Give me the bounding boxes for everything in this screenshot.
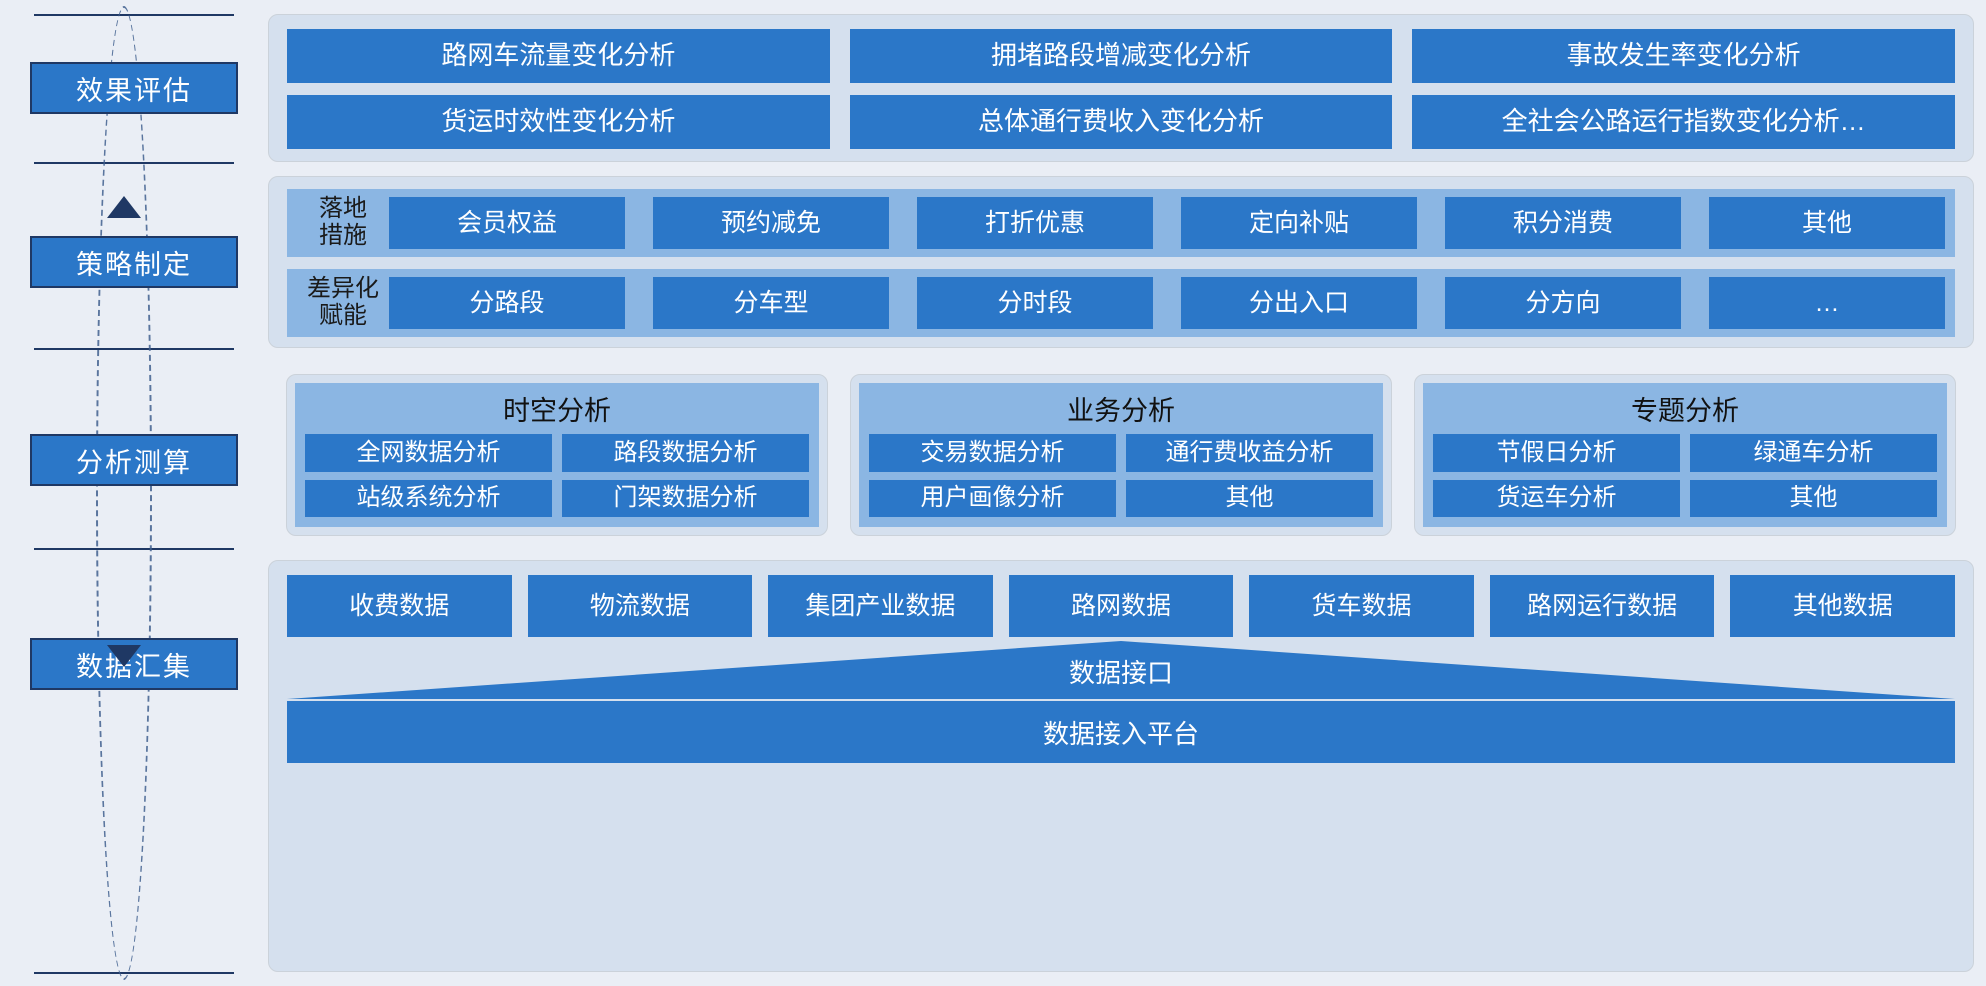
strategy-item[interactable]: 打折优惠 bbox=[917, 197, 1153, 249]
analysis-item[interactable]: 其他 bbox=[1690, 479, 1937, 517]
panel-effect-evaluation: 路网车流量变化分析 拥堵路段增减变化分析 事故发生率变化分析 货运时效性变化分析… bbox=[268, 14, 1974, 162]
data-source-item[interactable]: 货车数据 bbox=[1249, 575, 1474, 637]
data-source-item[interactable]: 路网数据 bbox=[1008, 575, 1234, 637]
data-source-item[interactable]: 物流数据 bbox=[527, 575, 753, 637]
data-source-item[interactable]: 其他数据 bbox=[1730, 575, 1955, 637]
analysis-card-business: 业务分析 交易数据分析 通行费收益分析 用户画像分析 其他 bbox=[850, 374, 1392, 536]
analysis-item[interactable]: 其他 bbox=[1126, 479, 1373, 517]
stage-label: 策略制定 bbox=[76, 249, 192, 280]
analysis-card-body: 专题分析 节假日分析 绿通车分析 货运车分析 其他 bbox=[1423, 383, 1947, 527]
strategy-item[interactable]: 分车型 bbox=[653, 277, 889, 329]
strategy-row-label: 落地 措施 bbox=[297, 195, 389, 249]
stage-box-strategy-formulation[interactable]: 策略制定 bbox=[30, 236, 238, 288]
arrow-up-icon bbox=[107, 196, 141, 218]
evaluation-item[interactable]: 总体通行费收入变化分析 bbox=[849, 95, 1393, 149]
evaluation-item[interactable]: 全社会公路运行指数变化分析… bbox=[1412, 95, 1955, 149]
stage-box-analysis-calculation[interactable]: 分析测算 bbox=[30, 434, 238, 486]
analysis-card-body: 时空分析 全网数据分析 路段数据分析 站级系统分析 门架数据分析 bbox=[295, 383, 819, 527]
analysis-item[interactable]: 站级系统分析 bbox=[305, 479, 552, 517]
arrow-down-icon bbox=[107, 645, 141, 667]
evaluation-item[interactable]: 货运时效性变化分析 bbox=[287, 95, 830, 149]
data-interface-triangle-icon bbox=[287, 641, 1955, 699]
strategy-item[interactable]: … bbox=[1709, 277, 1945, 329]
strategy-item[interactable]: 其他 bbox=[1709, 197, 1945, 249]
cycle-ellipse-icon bbox=[96, 6, 152, 980]
data-source-item[interactable]: 路网运行数据 bbox=[1489, 575, 1715, 637]
stage-label: 效果评估 bbox=[76, 75, 192, 106]
evaluation-item[interactable]: 拥堵路段增减变化分析 bbox=[849, 29, 1393, 83]
analysis-item[interactable]: 用户画像分析 bbox=[869, 479, 1116, 517]
strategy-row-items: 会员权益 预约减免 打折优惠 定向补贴 积分消费 其他 bbox=[389, 197, 1945, 249]
data-access-platform-bar[interactable]: 数据接入平台 bbox=[287, 701, 1955, 763]
analysis-card-thematic: 专题分析 节假日分析 绿通车分析 货运车分析 其他 bbox=[1414, 374, 1956, 536]
strategy-item[interactable]: 分路段 bbox=[389, 277, 625, 329]
analysis-card-spatiotemporal: 时空分析 全网数据分析 路段数据分析 站级系统分析 门架数据分析 bbox=[286, 374, 828, 536]
strategy-row-items: 分路段 分车型 分时段 分出入口 分方向 … bbox=[389, 277, 1945, 329]
data-source-item[interactable]: 集团产业数据 bbox=[768, 575, 993, 637]
data-source-row: 收费数据 物流数据 集团产业数据 路网数据 货车数据 路网运行数据 其他数据 bbox=[287, 575, 1955, 637]
analysis-item[interactable]: 通行费收益分析 bbox=[1126, 434, 1373, 472]
strategy-item[interactable]: 积分消费 bbox=[1445, 197, 1681, 249]
strategy-item[interactable]: 会员权益 bbox=[389, 197, 625, 249]
analysis-item[interactable]: 交易数据分析 bbox=[869, 434, 1116, 472]
rail-divider-5 bbox=[34, 972, 234, 974]
evaluation-grid: 路网车流量变化分析 拥堵路段增减变化分析 事故发生率变化分析 货运时效性变化分析… bbox=[287, 29, 1955, 149]
analysis-card-grid: 节假日分析 绿通车分析 货运车分析 其他 bbox=[1433, 434, 1937, 517]
analysis-card-grid: 交易数据分析 通行费收益分析 用户画像分析 其他 bbox=[869, 434, 1373, 517]
evaluation-item[interactable]: 路网车流量变化分析 bbox=[287, 29, 830, 83]
strategy-row-label: 差异化 赋能 bbox=[297, 275, 389, 329]
analysis-item[interactable]: 绿通车分析 bbox=[1690, 434, 1937, 472]
panel-analysis-calculation: 时空分析 全网数据分析 路段数据分析 站级系统分析 门架数据分析 业务分析 交易… bbox=[268, 362, 1974, 548]
analysis-card-title: 专题分析 bbox=[1631, 396, 1739, 426]
strategy-row-label-line2: 措施 bbox=[319, 222, 367, 249]
rail-divider-1 bbox=[34, 14, 234, 16]
strategy-row-label-line1: 差异化 bbox=[307, 275, 379, 303]
analysis-item[interactable]: 全网数据分析 bbox=[305, 434, 552, 472]
data-interface-band[interactable]: 数据接口 bbox=[287, 641, 1955, 699]
strategy-row-label-line2: 赋能 bbox=[319, 302, 367, 329]
data-access-platform-label: 数据接入平台 bbox=[1042, 718, 1199, 749]
strategy-row-measures: 落地 措施 会员权益 预约减免 打折优惠 定向补贴 积分消费 其他 bbox=[287, 189, 1955, 257]
analysis-item[interactable]: 货运车分析 bbox=[1433, 479, 1680, 517]
analysis-item[interactable]: 路段数据分析 bbox=[562, 434, 809, 472]
strategy-item[interactable]: 分时段 bbox=[917, 277, 1153, 329]
evaluation-item[interactable]: 事故发生率变化分析 bbox=[1412, 29, 1955, 83]
panel-strategy-formulation: 落地 措施 会员权益 预约减免 打折优惠 定向补贴 积分消费 其他 差异化 赋能 bbox=[268, 176, 1974, 348]
strategy-item[interactable]: 分方向 bbox=[1445, 277, 1681, 329]
panel-data-collection: 收费数据 物流数据 集团产业数据 路网数据 货车数据 路网运行数据 其他数据 数… bbox=[268, 560, 1974, 972]
strategy-item[interactable]: 定向补贴 bbox=[1181, 197, 1417, 249]
strategy-row-label-line1: 落地 bbox=[319, 195, 367, 223]
strategy-item[interactable]: 分出入口 bbox=[1181, 277, 1417, 329]
strategy-item[interactable]: 预约减免 bbox=[653, 197, 889, 249]
stage-box-effect-evaluation[interactable]: 效果评估 bbox=[30, 62, 238, 114]
analysis-card-body: 业务分析 交易数据分析 通行费收益分析 用户画像分析 其他 bbox=[859, 383, 1383, 527]
strategy-row-differentiation: 差异化 赋能 分路段 分车型 分时段 分出入口 分方向 … bbox=[287, 269, 1955, 337]
analysis-card-grid: 全网数据分析 路段数据分析 站级系统分析 门架数据分析 bbox=[305, 434, 809, 517]
analysis-card-title: 业务分析 bbox=[1067, 396, 1175, 426]
stage-rail: 效果评估 策略制定 分析测算 数据汇集 bbox=[0, 0, 250, 986]
analysis-item[interactable]: 门架数据分析 bbox=[562, 479, 809, 517]
analysis-cards: 时空分析 全网数据分析 路段数据分析 站级系统分析 门架数据分析 业务分析 交易… bbox=[286, 374, 1956, 536]
analysis-item[interactable]: 节假日分析 bbox=[1433, 434, 1680, 472]
stage-label: 分析测算 bbox=[76, 447, 192, 478]
analysis-card-title: 时空分析 bbox=[503, 396, 611, 426]
data-source-item[interactable]: 收费数据 bbox=[287, 575, 512, 637]
